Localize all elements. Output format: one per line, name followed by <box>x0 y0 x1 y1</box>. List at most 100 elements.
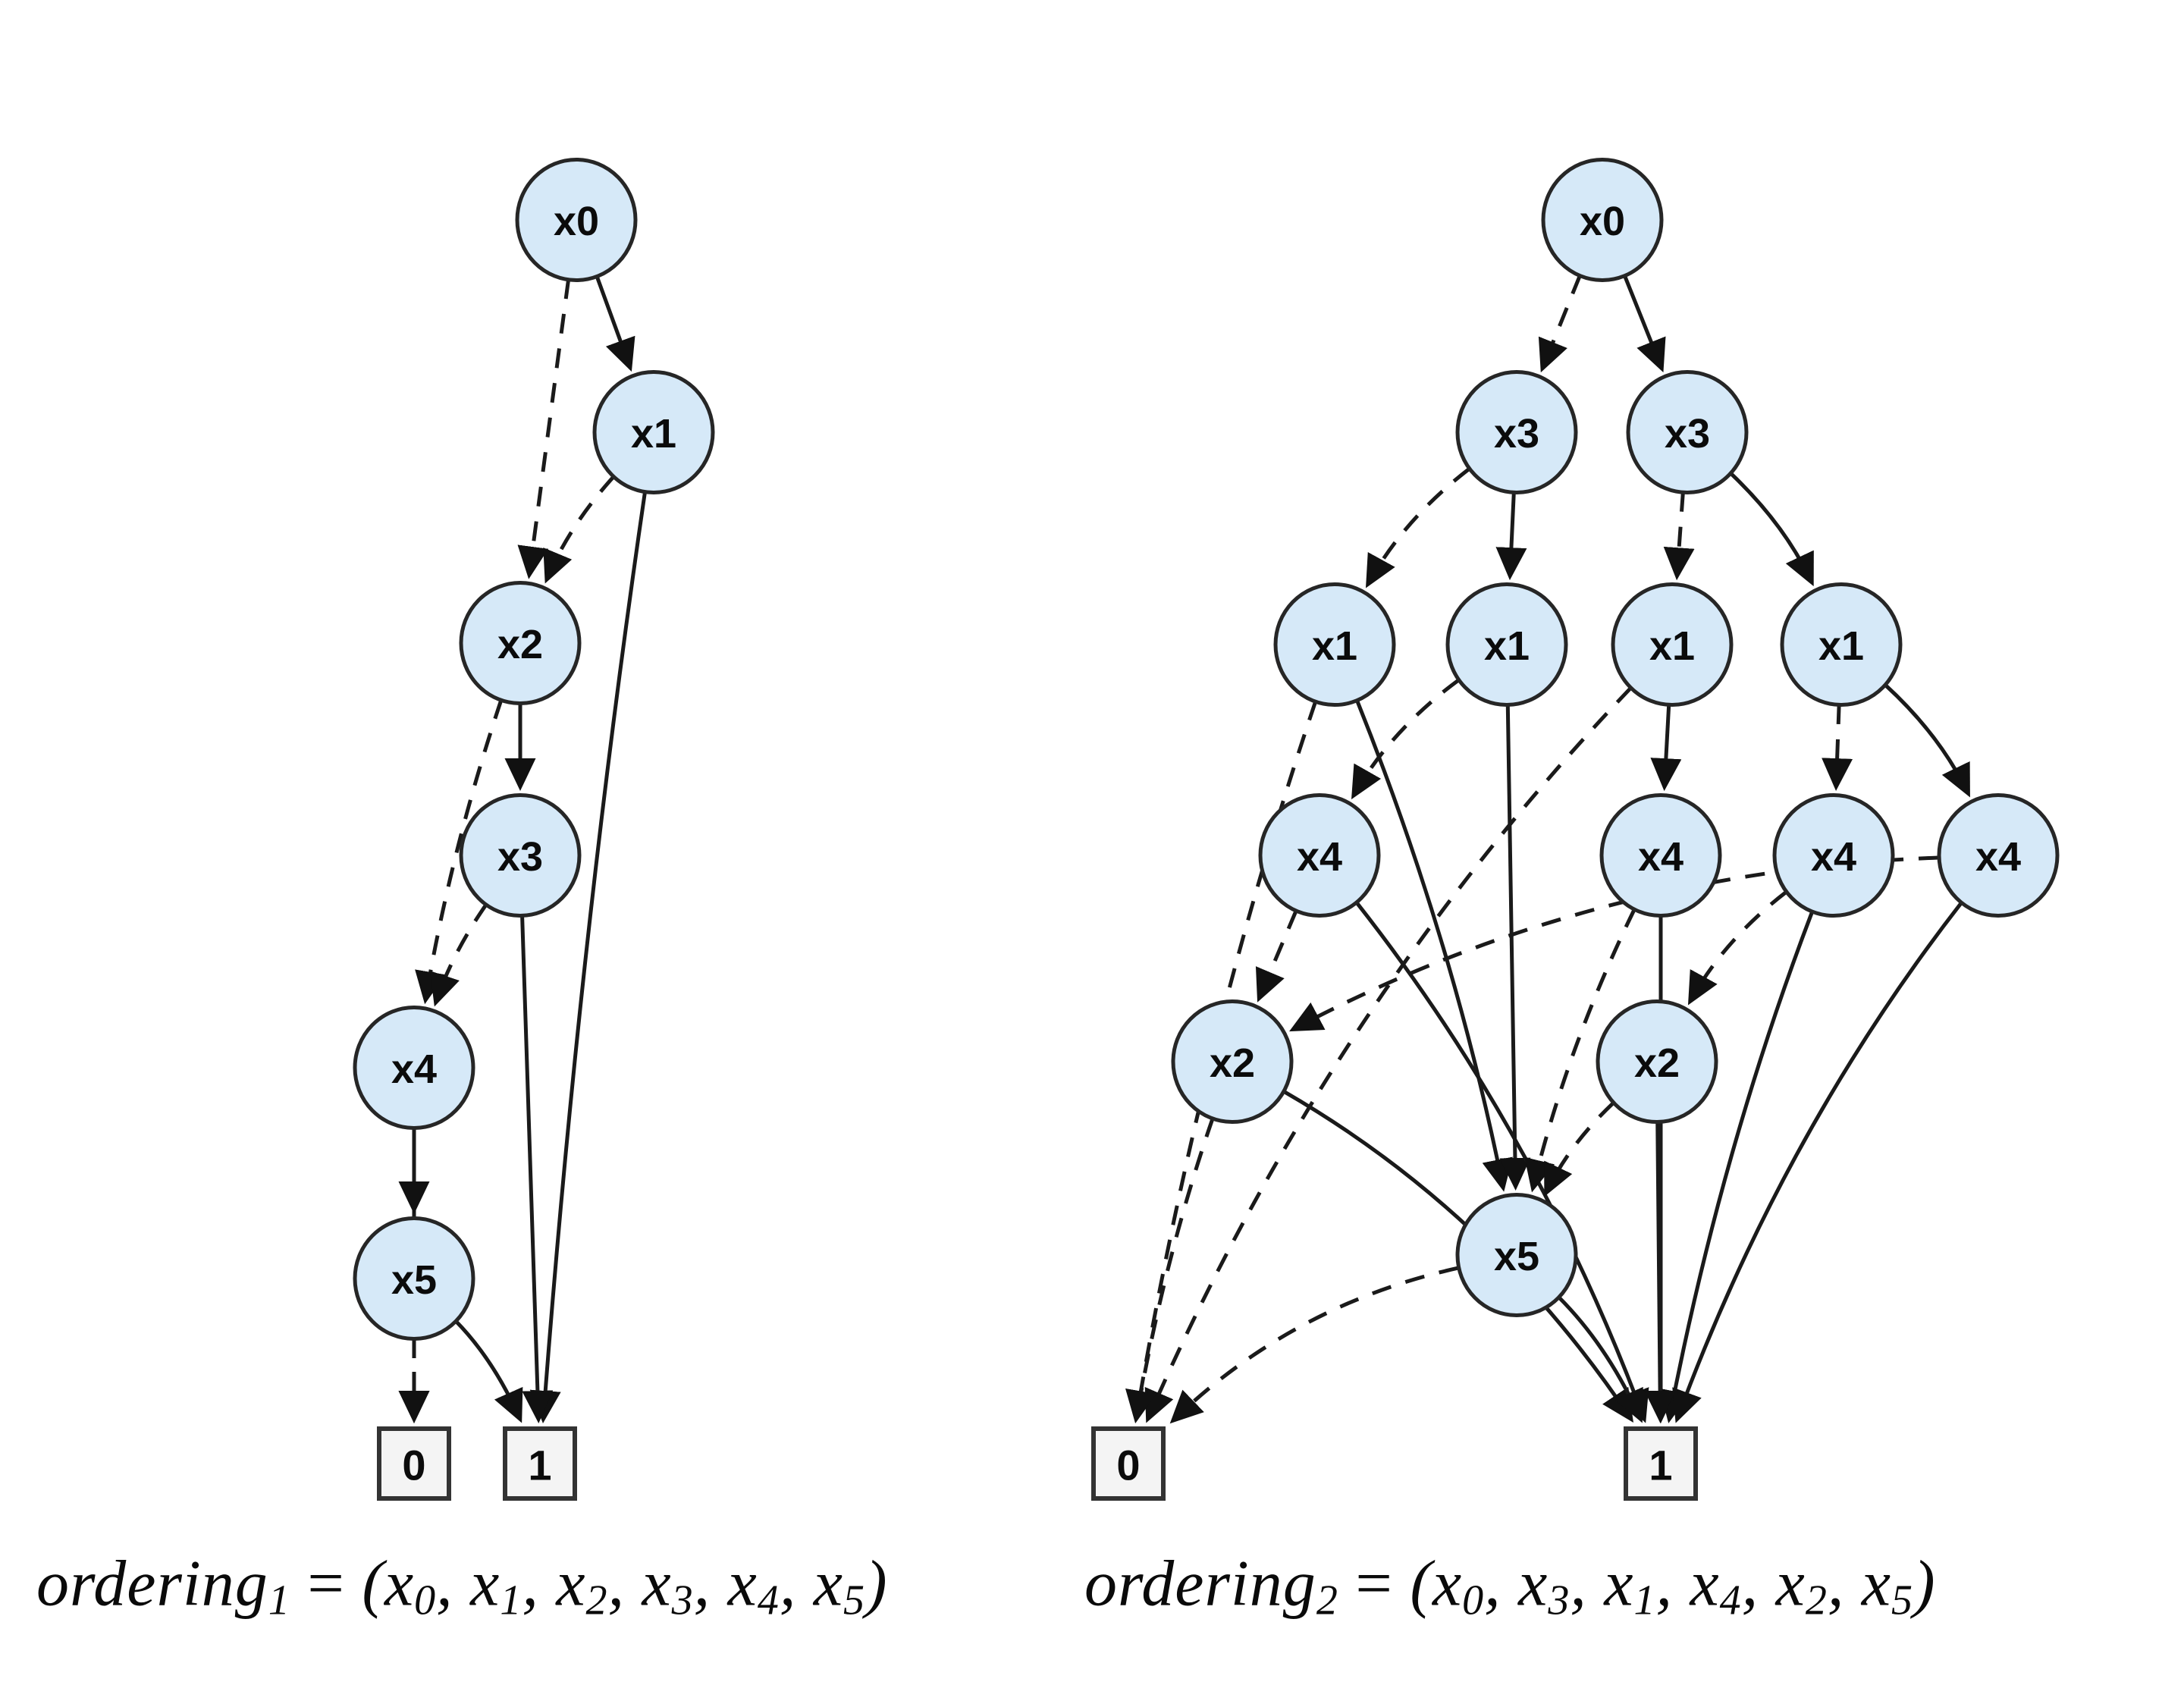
tuple-var-subscript: 0 <box>1462 1577 1485 1624</box>
tuple-var-subscript: 4 <box>757 1577 780 1624</box>
node-shape-circle <box>1258 792 1381 918</box>
bdd-edge-low <box>1255 909 1298 1003</box>
bdd-edge-low <box>1289 855 1939 1032</box>
tuple-var-subscript: 5 <box>1891 1577 1913 1624</box>
bdd-edge-low <box>1144 686 1633 1423</box>
tuple-var: x <box>470 1546 500 1620</box>
decision-node-x1[interactable]: x1 <box>592 369 715 495</box>
right-edge-layer <box>1125 275 1970 1424</box>
tuple-var-subscript: 0 <box>414 1577 437 1624</box>
node-shape-circle <box>592 369 715 495</box>
tuple-var-subscript: 1 <box>500 1577 522 1624</box>
node-shape-circle <box>1455 1192 1578 1318</box>
caption1-subscript: 1 <box>268 1577 290 1624</box>
tuple-var: x <box>1690 1546 1720 1620</box>
tuple-var-subscript: 4 <box>1719 1577 1742 1624</box>
bdd-edge-high <box>520 915 554 1423</box>
left-edge-layer <box>398 275 648 1423</box>
caption1-name: ordering <box>36 1546 268 1620</box>
terminal-node-1[interactable]: 1 <box>1624 1426 1698 1501</box>
decision-node-x5[interactable]: x5 <box>1455 1192 1578 1318</box>
node-label: x3 <box>1665 411 1710 457</box>
tuple-var: x <box>813 1546 843 1620</box>
node-shape-circle <box>1541 157 1664 283</box>
node-label: x5 <box>1494 1234 1539 1279</box>
node-label: x2 <box>1634 1040 1680 1086</box>
node-label: x1 <box>1312 623 1357 669</box>
bdd-edge-low <box>1544 1101 1615 1197</box>
bdd-edge-high <box>1672 901 1963 1423</box>
tuple-var-subscript: 1 <box>1633 1577 1656 1624</box>
node-shape-circle <box>353 1216 475 1341</box>
decision-node-x2[interactable]: x2 <box>1171 999 1294 1125</box>
decision-node-x4[interactable]: x4 <box>1258 792 1381 918</box>
decision-node-x0[interactable]: x0 <box>1541 157 1664 283</box>
node-label: 0 <box>402 1442 425 1489</box>
bdd-edge-high <box>1729 472 1814 587</box>
bdd-edge-low <box>1169 1266 1459 1424</box>
tuple-var: x <box>556 1546 586 1620</box>
node-label: x5 <box>391 1257 437 1303</box>
node-label: x0 <box>1580 199 1625 244</box>
decision-node-x1[interactable]: x1 <box>1780 582 1903 708</box>
node-label: x4 <box>391 1046 437 1092</box>
decision-node-x4[interactable]: x4 <box>1937 792 2060 918</box>
node-shape-circle <box>515 157 638 283</box>
node-shape-circle <box>1596 999 1718 1125</box>
tuple-var-subscript: 3 <box>1548 1577 1571 1624</box>
node-shape-circle <box>1937 792 2060 918</box>
bdd-edge-low <box>1125 1117 1215 1423</box>
node-shape-circle <box>1611 582 1734 708</box>
bdd-edge-low <box>1538 275 1582 373</box>
decision-node-x5[interactable]: x5 <box>353 1216 475 1341</box>
caption2-equals: = <box>1338 1546 1410 1620</box>
node-shape-circle <box>1780 582 1903 708</box>
decision-node-x1[interactable]: x1 <box>1273 582 1396 708</box>
node-shape-circle <box>1171 999 1294 1125</box>
bdd-edge-high <box>1650 704 1682 792</box>
bdd-edge-high <box>595 275 635 372</box>
node-shape-circle <box>1626 369 1749 495</box>
bdd-edge-low <box>1365 467 1470 588</box>
decision-node-x4[interactable]: x4 <box>1772 792 1895 918</box>
node-shape-square <box>377 1426 451 1501</box>
terminal-node-1[interactable]: 1 <box>503 1426 577 1501</box>
tuple-var-subscript: 5 <box>843 1577 865 1624</box>
tuple-var: x <box>727 1546 758 1620</box>
bdd-edge-high <box>1558 1296 1643 1423</box>
terminal-node-0[interactable]: 0 <box>377 1426 451 1501</box>
bdd-edge-low <box>517 278 571 579</box>
node-label: x1 <box>631 411 676 457</box>
decision-node-x1[interactable]: x1 <box>1445 582 1568 708</box>
node-shape-circle <box>353 1005 475 1131</box>
decision-node-x3[interactable]: x3 <box>1455 369 1578 495</box>
decision-node-x2[interactable]: x2 <box>1596 999 1718 1125</box>
bdd-edge-low <box>1524 908 1636 1193</box>
terminal-node-0[interactable]: 0 <box>1091 1426 1166 1501</box>
node-shape-circle <box>1273 582 1396 708</box>
decision-node-x4[interactable]: x4 <box>353 1005 475 1131</box>
node-label: x1 <box>1818 623 1864 669</box>
node-shape-circle <box>1455 369 1578 495</box>
tuple-var-subscript: 2 <box>1805 1577 1828 1624</box>
node-shape-square <box>1091 1426 1166 1501</box>
node-label: x4 <box>1811 834 1856 880</box>
decision-node-x3[interactable]: x3 <box>1626 369 1749 495</box>
node-shape-square <box>1624 1426 1698 1501</box>
tuple-var-subscript: 2 <box>585 1577 608 1624</box>
decision-node-x0[interactable]: x0 <box>515 157 638 283</box>
decision-node-x3[interactable]: x3 <box>459 792 582 918</box>
node-shape-circle <box>1599 792 1722 918</box>
bdd-edge-high <box>1884 683 1970 798</box>
caption1-tuple: (x0, x1, x2, x3, x4, x5) <box>362 1546 888 1624</box>
node-shape-circle <box>1772 792 1895 918</box>
decision-node-x2[interactable]: x2 <box>459 580 582 706</box>
tuple-var-subscript: 3 <box>671 1577 694 1624</box>
tuple-var: x <box>1861 1546 1891 1620</box>
caption-ordering-1: ordering1 = (x0, x1, x2, x3, x4, x5) <box>36 1545 888 1624</box>
decision-node-x4[interactable]: x4 <box>1599 792 1722 918</box>
decision-node-x1[interactable]: x1 <box>1611 582 1734 708</box>
